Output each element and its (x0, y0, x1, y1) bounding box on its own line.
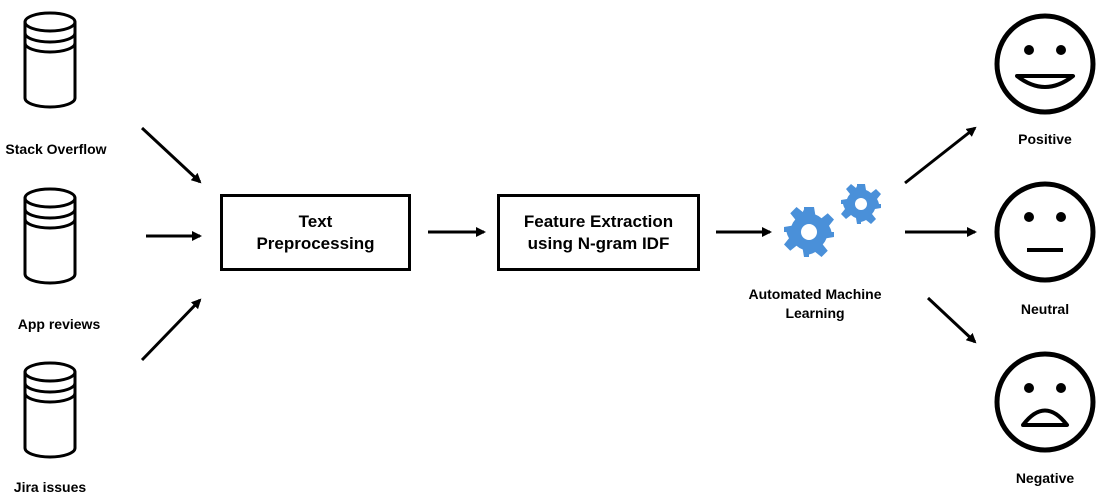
arrow-positive (904, 126, 977, 185)
feature-extraction-label-line2: using N-gram IDF (527, 233, 670, 253)
output-label-positive: Positive (1018, 131, 1072, 147)
neutral-face-icon (994, 181, 1096, 283)
database-icon-app-reviews (23, 187, 77, 285)
text-preprocessing-label-line2: Preprocessing (256, 233, 375, 253)
feature-extraction-label-line1: Feature Extraction (523, 211, 674, 231)
automl-label-line1: Automated Machine (748, 286, 882, 302)
text-preprocessing-label-line1: Text (298, 211, 333, 231)
text-preprocessing-box: Text Preprocessing (220, 194, 411, 271)
arrow-stack-overflow (140, 126, 202, 184)
automl-label: Automated Machine Learning (740, 285, 890, 323)
source-label-jira-issues: Jira issues (13, 479, 87, 495)
database-icon-jira-issues (23, 361, 77, 459)
sad-face-icon (994, 351, 1096, 453)
automl-label-line2: Learning (785, 305, 845, 321)
output-label-neutral: Neutral (1020, 301, 1070, 317)
smiley-face-icon (994, 13, 1096, 115)
source-label-app-reviews: App reviews (17, 316, 101, 332)
arrow-jira-issues (140, 298, 202, 362)
output-label-negative: Negative (1015, 470, 1075, 486)
source-label-stack-overflow: Stack Overflow (5, 141, 107, 157)
database-icon-stack-overflow (23, 11, 77, 109)
gears-icon (784, 184, 881, 257)
feature-extraction-box: Feature Extraction using N-gram IDF (497, 194, 700, 271)
arrow-negative (926, 296, 977, 344)
